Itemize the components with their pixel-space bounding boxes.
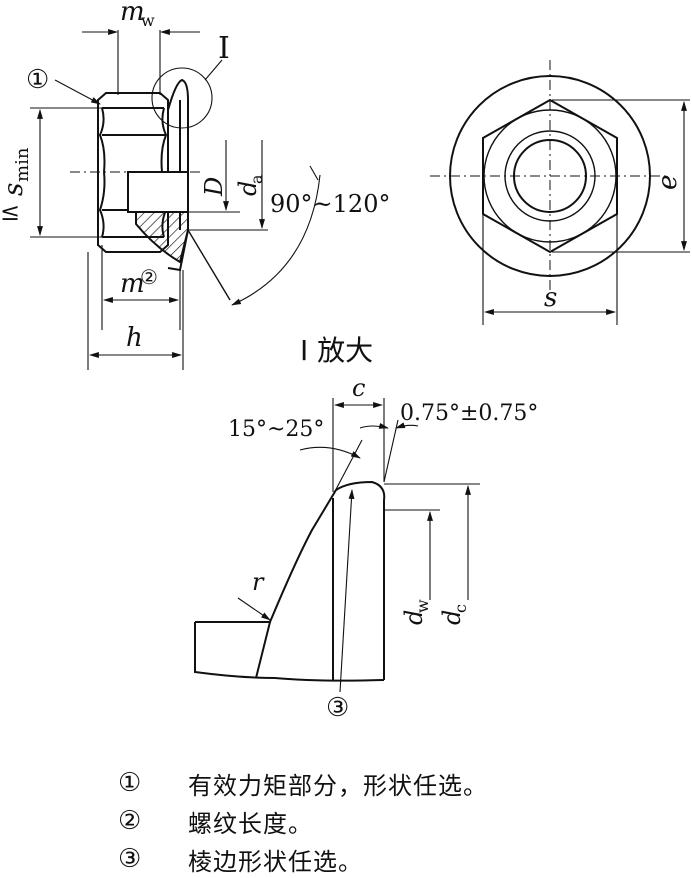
note-1-number: ① (118, 768, 143, 798)
label-detail-mark: I (218, 31, 230, 66)
detail-view (194, 480, 386, 682)
label-da-sub: a (247, 174, 266, 184)
hex-outline (482, 98, 618, 254)
detail-dimensions (237, 398, 480, 693)
drawing-labels: m w I ① ≤ s min D d a 90°~120° m ② h e s… (0, 0, 683, 723)
label-m2-note: ② (140, 265, 158, 289)
label-r: r (252, 568, 265, 596)
label-angle-small: 0.75°±0.75° (400, 401, 538, 426)
label-angle-15-25: 15°~25° (228, 417, 324, 442)
label-callout3: ③ (326, 693, 349, 723)
notes-list: ① 有效力矩部分，形状任选。 ② 螺纹长度。 ③ 棱边形状任选。 (118, 764, 678, 878)
label-mw-sub: w (141, 11, 155, 30)
note-1: ① 有效力矩部分，形状任选。 (118, 764, 678, 802)
label-dc: d (438, 610, 466, 625)
side-view (70, 78, 231, 301)
label-s: s (544, 283, 557, 313)
side-view-dimensions (30, 29, 321, 370)
flange-outline (167, 78, 189, 272)
label-da: d (234, 181, 262, 196)
label-smin: s (0, 183, 29, 196)
note-2-number: ② (118, 806, 143, 836)
detail-title: I 放大 (300, 334, 373, 367)
label-mw: m (120, 0, 145, 27)
label-e: e (653, 175, 683, 190)
label-m2: m (120, 269, 145, 299)
label-smin-prefix: ≤ (0, 198, 20, 226)
label-h: h (126, 323, 143, 353)
note-2: ② 螺纹长度。 (118, 802, 678, 840)
label-D: D (200, 177, 228, 197)
top-view (430, 60, 670, 290)
label-c: c (352, 374, 365, 402)
note-3-number: ③ (118, 844, 143, 874)
label-angle-main: 90°~120° (270, 190, 390, 218)
label-dc-sub: c (451, 604, 470, 613)
note-3-text: 棱边形状任选。 (188, 847, 363, 876)
label-dw: d (400, 610, 428, 625)
label-smin-sub: min (12, 147, 33, 182)
top-view-dimensions (482, 99, 690, 325)
detail-flange-profile (195, 480, 386, 680)
section-hatch (135, 211, 189, 264)
note-3: ③ 棱边形状任选。 (118, 840, 678, 878)
label-callout1: ① (26, 65, 49, 95)
detail-circle-I (151, 67, 213, 129)
label-dw-sub: w (413, 599, 432, 613)
note-2-text: 螺纹长度。 (188, 809, 313, 838)
note-1-text: 有效力矩部分，形状任选。 (188, 771, 488, 800)
